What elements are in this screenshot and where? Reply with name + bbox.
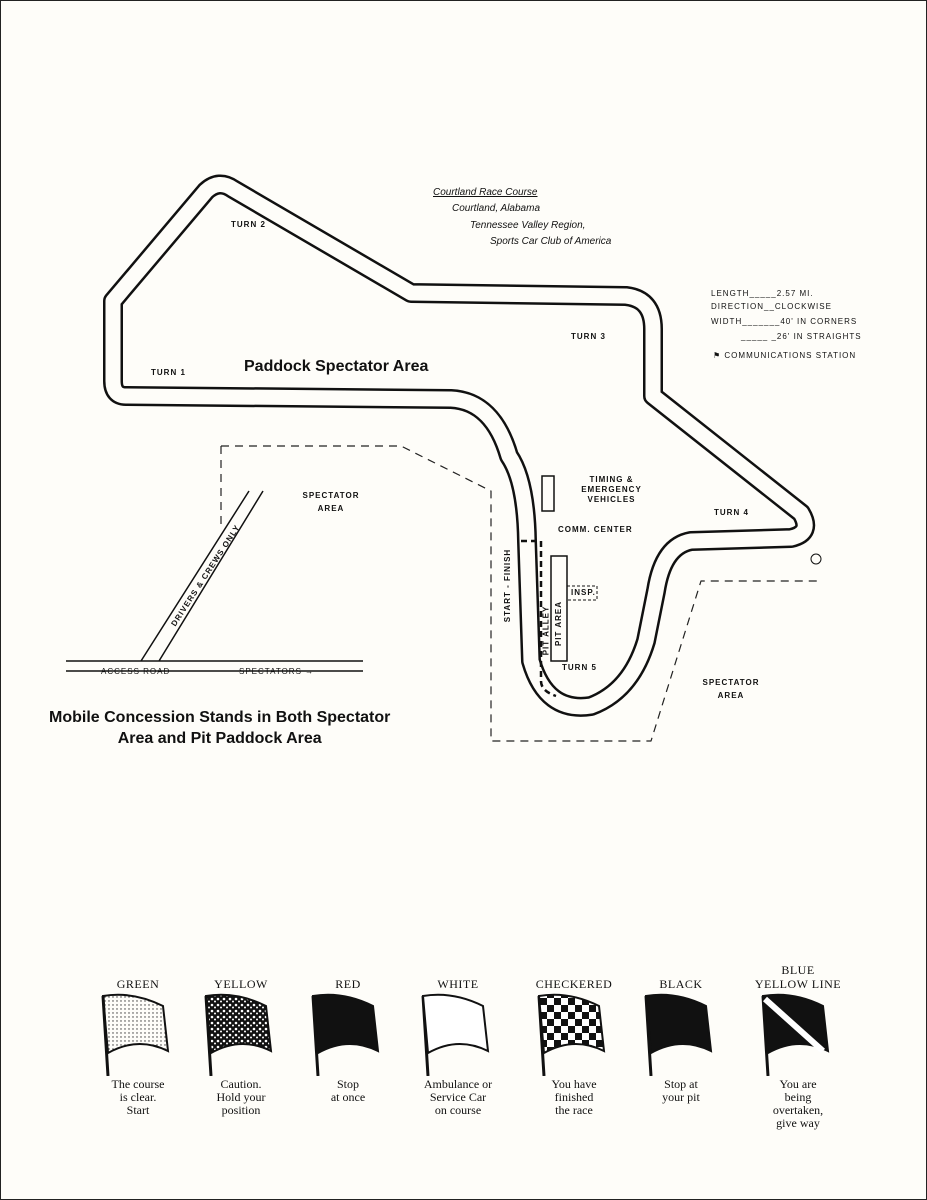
course-location: Courtland, Alabama: [452, 203, 541, 214]
pit-area: [550, 555, 568, 662]
flag-name: RED: [335, 977, 361, 991]
turn-2-label: TURN 2: [231, 220, 266, 229]
comm-center-label: COMM. CENTER: [558, 525, 633, 534]
spec-width-corners: WIDTH_______40' IN CORNERS: [711, 317, 858, 326]
course-name: Courtland Race Course: [433, 187, 538, 198]
timing-label: TIMING & EMERGENCY VEHICLES: [581, 475, 642, 504]
turn-5-label: TURN 5: [562, 663, 597, 672]
flag-icon: [403, 991, 513, 1077]
turn-1-label: TURN 1: [151, 368, 186, 377]
flag-icon: [83, 991, 193, 1077]
spec-direction: DIRECTION__CLOCKWISE: [711, 302, 832, 311]
flag-icon: [626, 991, 736, 1077]
turn-4-label: TURN 4: [714, 508, 749, 517]
comm-station-icon: ⚑: [713, 351, 725, 360]
spectators-road-label: SPECTATORS →: [239, 667, 315, 676]
paddock-label: Paddock Spectator Area: [244, 358, 429, 375]
turn-3-label: TURN 3: [571, 332, 606, 341]
flag-name: BLACK: [659, 977, 703, 991]
race-track: [103, 174, 816, 717]
inspection-area: [566, 585, 598, 601]
concessions-note: Mobile Concession Stands in Both Spectat…: [49, 709, 391, 747]
start-finish-label: START - FINISH: [503, 548, 513, 623]
flag-name: CHECKERED: [535, 977, 613, 991]
comm-station-legend: ⚑ COMMUNICATIONS STATION: [713, 351, 857, 360]
pit-area-label: PIT AREA: [554, 600, 564, 647]
flag-icon: [293, 991, 403, 1077]
flag-icon: [743, 991, 853, 1077]
flag-name: WHITE: [437, 977, 479, 991]
flag-icon: [519, 991, 629, 1077]
spec-length: LENGTH_____2.57 MI.: [711, 289, 814, 298]
insp-label: INSP.: [571, 588, 596, 597]
flag-icon: [186, 991, 296, 1077]
pit-alley-label: PIT ALLEY: [541, 605, 551, 656]
flag-name: GREEN: [116, 977, 160, 991]
timing-area: [541, 475, 555, 512]
course-club: Sports Car Club of America: [490, 236, 612, 247]
spectator-area-label-1: SPECTATOR AREA: [302, 491, 360, 513]
flag-name: YELLOW: [214, 977, 268, 991]
spec-width-straights: _____ _26' IN STRAIGHTS: [741, 332, 862, 341]
course-region: Tennessee Valley Region,: [470, 220, 586, 231]
access-road: [66, 490, 363, 672]
pit-alley-line: [539, 541, 557, 698]
access-road-label: ACCESS ROAD: [101, 667, 171, 676]
spectator-area-label-2: SPECTATOR AREA: [702, 678, 760, 700]
spectator-area-fence-1: [220, 445, 821, 742]
